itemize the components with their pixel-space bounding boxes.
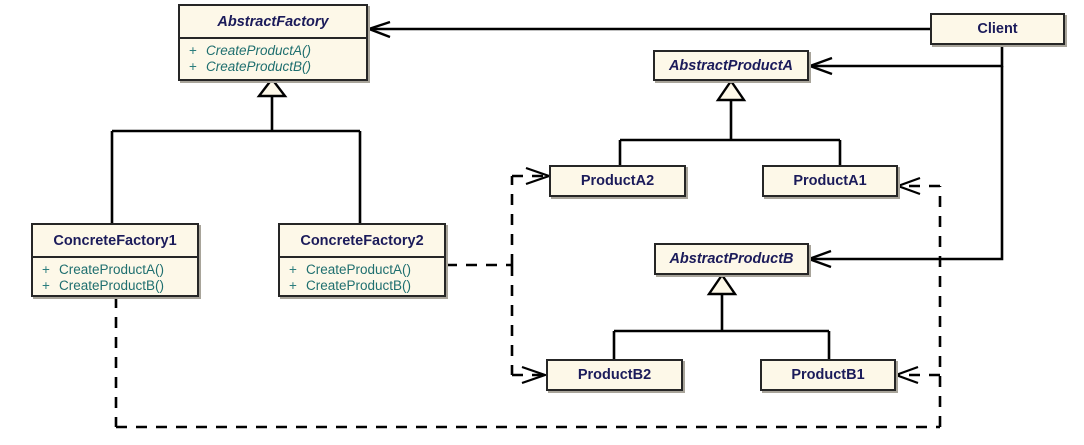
class-name-product-a1: ProductA1 (793, 173, 867, 189)
operation-signature: CreateProductB() (206, 59, 312, 74)
operations-compartment: + CreateProductA() + CreateProductB() (280, 258, 444, 297)
operation-signature: CreateProductA() (306, 262, 412, 277)
class-name-product-a2: ProductA2 (580, 173, 655, 189)
class-box-client[interactable]: Client (930, 13, 1065, 45)
edge-generalization-factories (110, 77, 362, 223)
operations-compartment: + CreateProductA() + CreateProductB() (180, 39, 366, 78)
class-box-product-a2[interactable]: ProductA2 (549, 165, 686, 197)
edge-dependency-concretefactory1 (114, 184, 942, 429)
operation-row: + CreateProductB() (33, 278, 197, 294)
class-box-abstract-factory[interactable]: AbstractFactory + CreateProductA() + Cre… (178, 4, 368, 81)
class-name-client: Client (977, 21, 1018, 37)
class-name-product-b2: ProductB2 (577, 367, 652, 383)
operation-signature: CreateProductA() (59, 262, 165, 277)
operation-row: + CreateProductA() (280, 262, 444, 278)
class-box-abstract-product-b[interactable]: AbstractProductB (654, 243, 809, 275)
edge-generalization-product-a (618, 78, 842, 165)
class-box-product-a1[interactable]: ProductA1 (762, 165, 898, 197)
arrowhead-dependency-productb2 (521, 365, 549, 385)
class-box-product-b1[interactable]: ProductB1 (760, 359, 896, 391)
visibility-marker: + (42, 278, 50, 293)
edge-dependency-concretefactory2 (446, 174, 546, 377)
class-name-product-b1: ProductB1 (791, 367, 865, 383)
operations-compartment: + CreateProductA() + CreateProductB() (33, 258, 197, 297)
arrowhead-dependency-productb1 (892, 365, 919, 385)
visibility-marker: + (42, 262, 50, 277)
class-name-concrete-factory-2: ConcreteFactory2 (280, 225, 444, 258)
class-box-product-b2[interactable]: ProductB2 (546, 359, 683, 391)
class-name-abstract-product-a: AbstractProductA (668, 57, 794, 74)
operation-row: + CreateProductB() (280, 278, 444, 294)
operation-row: + CreateProductB() (180, 59, 366, 75)
class-name-abstract-product-b: AbstractProductB (669, 251, 794, 267)
visibility-marker: + (289, 262, 297, 277)
class-box-abstract-product-a[interactable]: AbstractProductA (653, 50, 809, 81)
operation-row: + CreateProductA() (33, 262, 197, 278)
edge-client-to-abstractfactory (365, 20, 930, 39)
arrowhead-dependency-producta1 (894, 176, 921, 196)
operation-signature: CreateProductA() (206, 43, 312, 58)
edge-client-to-abstractproducta (806, 45, 1004, 76)
edge-client-to-abstractproductb (805, 66, 1004, 269)
class-box-concrete-factory-1[interactable]: ConcreteFactory1 + CreateProductA() + Cr… (31, 223, 199, 297)
operation-signature: CreateProductB() (59, 278, 165, 293)
class-name-concrete-factory-1: ConcreteFactory1 (33, 225, 197, 258)
class-box-concrete-factory-2[interactable]: ConcreteFactory2 + CreateProductA() + Cr… (278, 223, 446, 297)
visibility-marker: + (189, 43, 197, 58)
operation-row: + CreateProductA() (180, 43, 366, 59)
class-name-abstract-factory: AbstractFactory (180, 6, 366, 39)
operation-signature: CreateProductB() (306, 278, 412, 293)
visibility-marker: + (289, 278, 297, 293)
edge-generalization-product-b (612, 272, 831, 360)
visibility-marker: + (189, 59, 197, 74)
